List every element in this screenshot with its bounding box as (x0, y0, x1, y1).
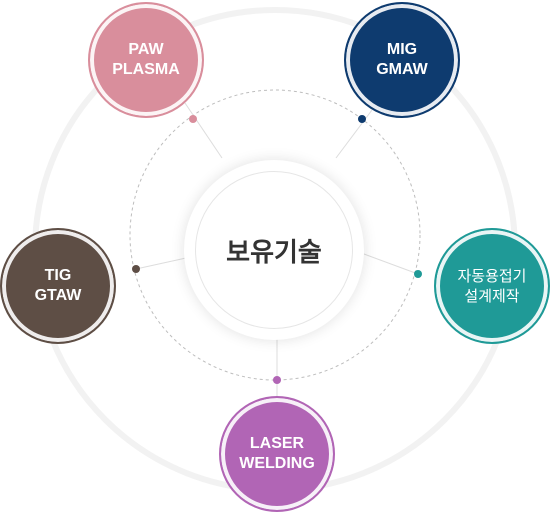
node-laser-line2: WELDING (239, 455, 315, 472)
node-auto-line1: 자동용접기 (457, 267, 527, 285)
dot-paw (189, 115, 197, 123)
center-circle: 보유기술 (184, 160, 364, 340)
node-laser-welding[interactable]: LASER WELDING (219, 396, 335, 512)
center-inner-ring: 보유기술 (195, 171, 353, 329)
node-auto-welder-design[interactable]: 자동용접기 설계제작 (434, 228, 550, 344)
center-label: 보유기술 (226, 237, 322, 268)
dashed-ring (129, 89, 421, 381)
node-paw-plasma[interactable]: PAW PLASMA (88, 2, 204, 118)
node-paw-line1: PAW (128, 41, 164, 58)
node-tig-gtaw[interactable]: TIG GTAW (0, 228, 116, 344)
dot-laser (273, 376, 281, 384)
node-laser-line1: LASER (249, 435, 305, 452)
node-paw-line2: PLASMA (112, 61, 180, 78)
connector-paw (184, 102, 223, 159)
node-mig-line1: MIG (386, 41, 418, 58)
node-auto-line2: 설계제작 (464, 287, 520, 305)
node-tig-line1: TIG (44, 267, 72, 284)
dot-auto (414, 270, 422, 278)
dot-tig (132, 265, 140, 273)
node-mig-gmaw[interactable]: MIG GMAW (344, 2, 460, 118)
dot-mig (358, 115, 366, 123)
connector-mig (335, 109, 373, 159)
connector-tig (135, 257, 187, 270)
connector-auto (363, 253, 419, 275)
node-mig-line2: GMAW (376, 61, 428, 78)
node-tig-line2: GTAW (34, 287, 82, 304)
